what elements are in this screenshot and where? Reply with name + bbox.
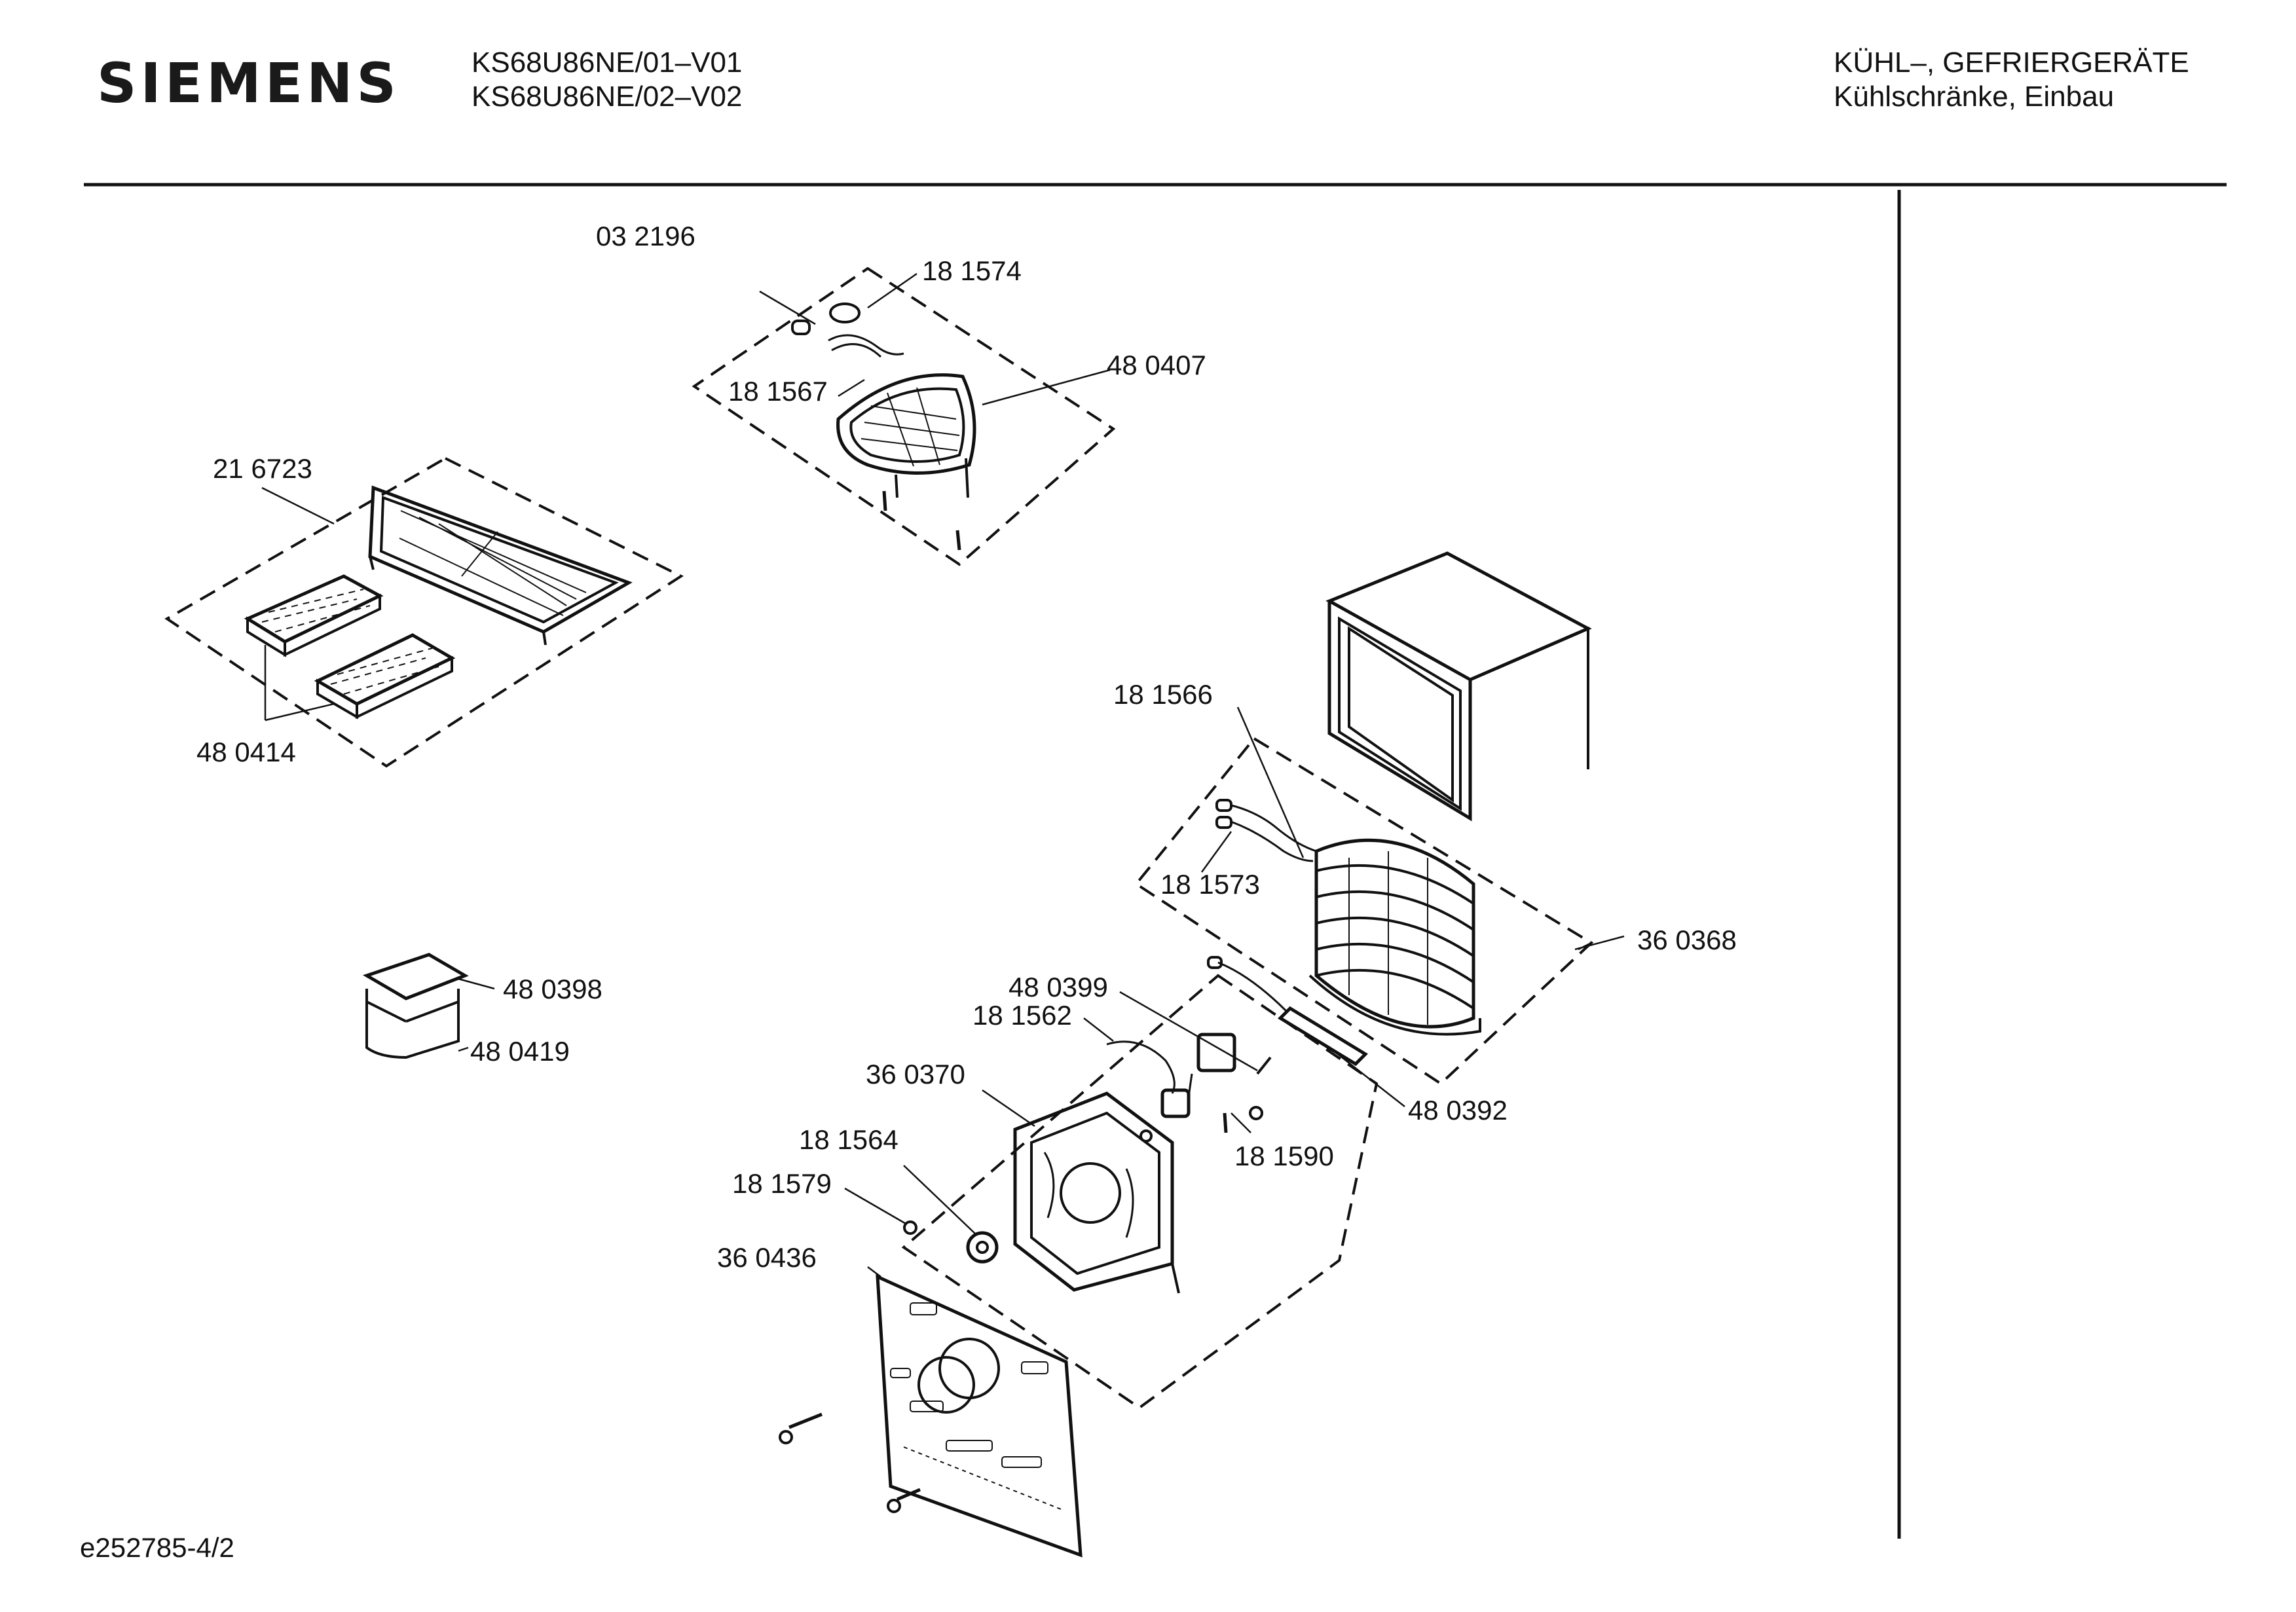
group-box-evaporator [1134, 737, 1594, 1086]
small-container [362, 953, 469, 1059]
part-label-360368: 36 0368 [1637, 925, 1737, 955]
ice-cube-tray-1 [244, 574, 384, 657]
drip-tray [836, 373, 976, 498]
part-label-181573: 18 1573 [1160, 869, 1260, 900]
model-number-1: KS68U86NE/01–V01 [472, 46, 743, 79]
drip-tray-heater-wire [791, 302, 904, 358]
evaporator-wiring [1215, 799, 1317, 862]
part-label-480392: 48 0392 [1408, 1095, 1508, 1126]
part-label-360370: 36 0370 [866, 1059, 965, 1090]
part-label-360436: 36 0436 [717, 1242, 817, 1273]
panel-screw [779, 1412, 823, 1444]
defrost-heater-rod [1207, 956, 1369, 1067]
category-title: KÜHL–, GEFRIERGERÄTE [1834, 46, 2189, 79]
part-label-181567: 18 1567 [728, 376, 828, 407]
part-label-480407: 48 0407 [1107, 350, 1206, 380]
evaporator [1308, 838, 1481, 1036]
freezer-compartment [1325, 551, 1592, 822]
category-subtitle: Kühlschränke, Einbau [1834, 81, 2115, 113]
ice-shelf-tray [368, 485, 633, 646]
part-label-480398: 48 0398 [503, 974, 602, 1004]
part-label-181566: 18 1566 [1113, 679, 1213, 710]
brand-logo: SIEMENS [97, 51, 400, 115]
fan-cover-panel [876, 1274, 1083, 1558]
group-box-ice-trays [164, 456, 684, 768]
part-label-181564: 18 1564 [799, 1124, 898, 1155]
part-label-181562: 18 1562 [972, 1000, 1072, 1031]
screw [882, 490, 887, 511]
fan-housing [1013, 1091, 1180, 1294]
part-label-480419: 48 0419 [470, 1036, 570, 1067]
part-label-480414: 48 0414 [196, 737, 296, 767]
part-label-181579: 18 1579 [732, 1168, 832, 1199]
fan-screw [903, 1220, 917, 1235]
ice-cube-tray-2 [314, 633, 456, 720]
part-label-032196: 03 2196 [596, 221, 695, 251]
panel-screw [887, 1488, 921, 1513]
part-label-181590: 18 1590 [1234, 1141, 1334, 1171]
part-label-480399: 48 0399 [1009, 972, 1108, 1002]
part-label-181574: 18 1574 [922, 255, 1022, 286]
thermostat-assembly [1106, 1033, 1272, 1133]
part-label-216723: 21 6723 [213, 453, 312, 484]
fan-motor [966, 1231, 999, 1264]
group-box-fan-assembly [901, 974, 1379, 1410]
group-box-drip-tray [692, 266, 1116, 566]
document-reference: e252785-4/2 [80, 1532, 234, 1563]
model-number-2: KS68U86NE/02–V02 [472, 81, 743, 113]
screw [955, 530, 961, 551]
